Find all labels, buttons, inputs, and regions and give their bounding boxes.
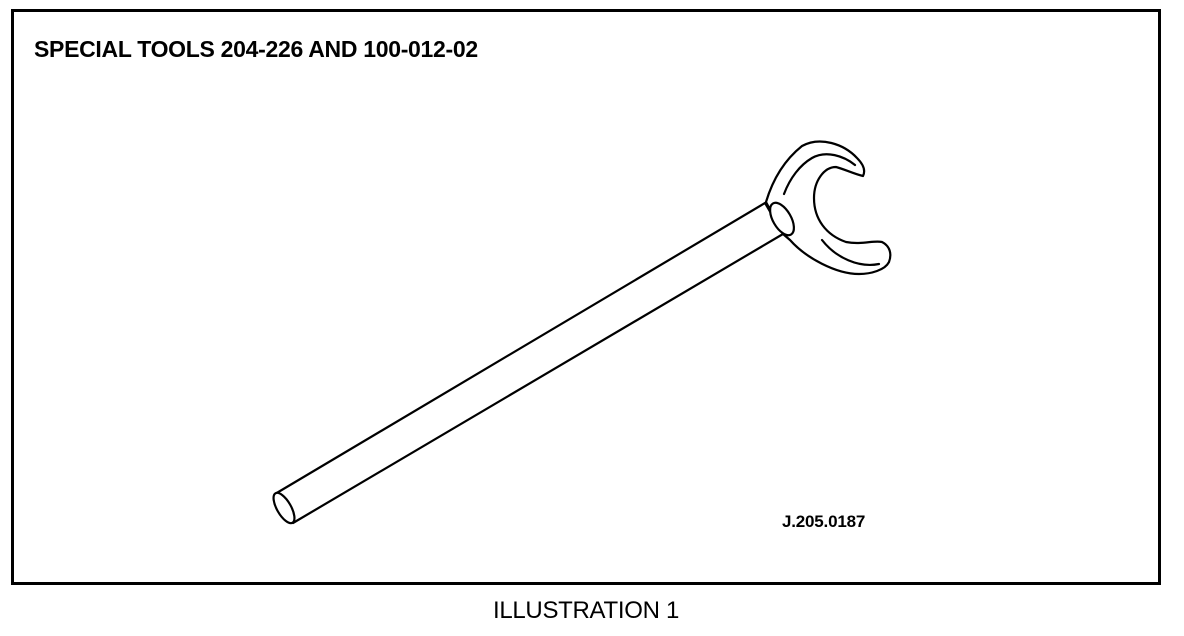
figure-caption-text: ILLUSTRATION 1: [492, 597, 680, 624]
tool-jaw-bevel: [782, 153, 881, 266]
tool-shaft-collar: [768, 201, 796, 237]
illustration-frame: SPECIAL TOOLS 204-226 AND 100-012-02 J.2…: [11, 9, 1161, 585]
figure-reference-code: J.205.0187: [782, 512, 866, 531]
figure-title: SPECIAL TOOLS 204-226 AND 100-012-02: [34, 36, 478, 62]
tool-wrench-head: [764, 140, 892, 276]
tool-handle-end-cap: [272, 491, 296, 525]
spanner-tool-drawing: [272, 140, 892, 525]
tool-handle-shaft: [273, 201, 785, 525]
figure-caption: ILLUSTRATION 1: [0, 597, 1184, 625]
